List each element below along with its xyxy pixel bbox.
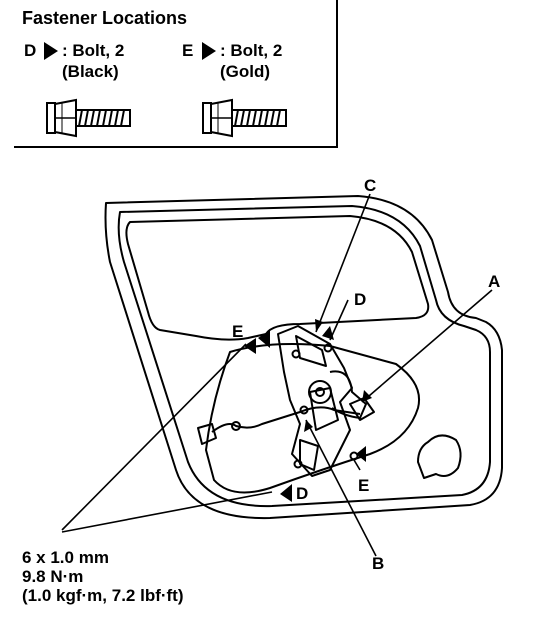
torque-spec: 6 x 1.0 mm 9.8 N·m (1.0 kgf·m, 7.2 lbf·f… [22, 548, 184, 605]
legend-desc-e: : Bolt, 2 [220, 41, 283, 60]
callout-e-upper: E [232, 322, 244, 341]
legend-title: Fastener Locations [22, 8, 188, 28]
door-handle-pocket [417, 434, 462, 479]
pointer-triangle-icon [44, 41, 58, 60]
legend-letter-d: D [24, 41, 37, 60]
callout-e-lower: E [358, 476, 370, 495]
black-bolt-icon [46, 98, 131, 138]
legend-entry-d: D : Bolt, 2 (Black) [24, 40, 124, 82]
pointer-d-upper [322, 326, 334, 340]
callout-a: A [488, 272, 501, 291]
legend-desc-d: : Bolt, 2 [62, 41, 125, 60]
callout-c: C [364, 176, 377, 195]
callout-d-lower: D [296, 484, 309, 503]
legend-color-d: (Black) [62, 62, 119, 81]
callout-d-upper: D [354, 290, 367, 309]
legend-entry-e: E : Bolt, 2 (Gold) [182, 40, 282, 82]
callout-b: B [372, 554, 385, 573]
bolt-size: 6 x 1.0 mm [22, 548, 109, 567]
torque-nm: 9.8 N·m [22, 567, 84, 586]
arrowhead-c [315, 319, 323, 332]
pointer-d-lower [280, 484, 292, 502]
door-inner-frame [117, 205, 491, 508]
pointer-e-upper [258, 330, 270, 348]
pointer-e-lower [356, 446, 366, 462]
fastener-legend-box [14, 0, 338, 148]
legend-letter-e: E [182, 41, 194, 60]
window-opening [125, 215, 430, 341]
gold-bolt-icon [202, 98, 287, 138]
arrowhead-b [304, 420, 313, 432]
torque-alt-units: (1.0 kgf·m, 7.2 lbf·ft) [22, 586, 184, 605]
arrowhead-a [362, 390, 372, 402]
pointer-triangle-icon [202, 41, 216, 60]
door-outline [104, 195, 503, 520]
legend-color-e: (Gold) [220, 62, 271, 81]
pointer-e-left [244, 338, 256, 354]
